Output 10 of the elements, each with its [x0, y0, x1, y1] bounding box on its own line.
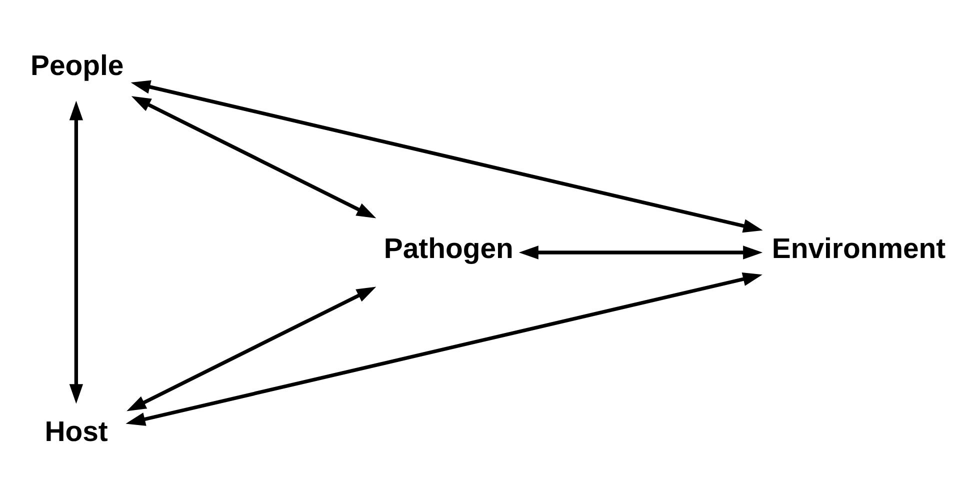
arrow [69, 100, 84, 404]
arrow [126, 286, 376, 411]
arrow [131, 96, 376, 218]
arrow [126, 272, 762, 426]
node-text: People [30, 50, 124, 82]
arrow [518, 245, 763, 259]
node-text: Pathogen [384, 232, 514, 264]
node-text: Environment [772, 232, 946, 264]
node-text: Host [44, 415, 108, 448]
arrow [130, 80, 763, 232]
